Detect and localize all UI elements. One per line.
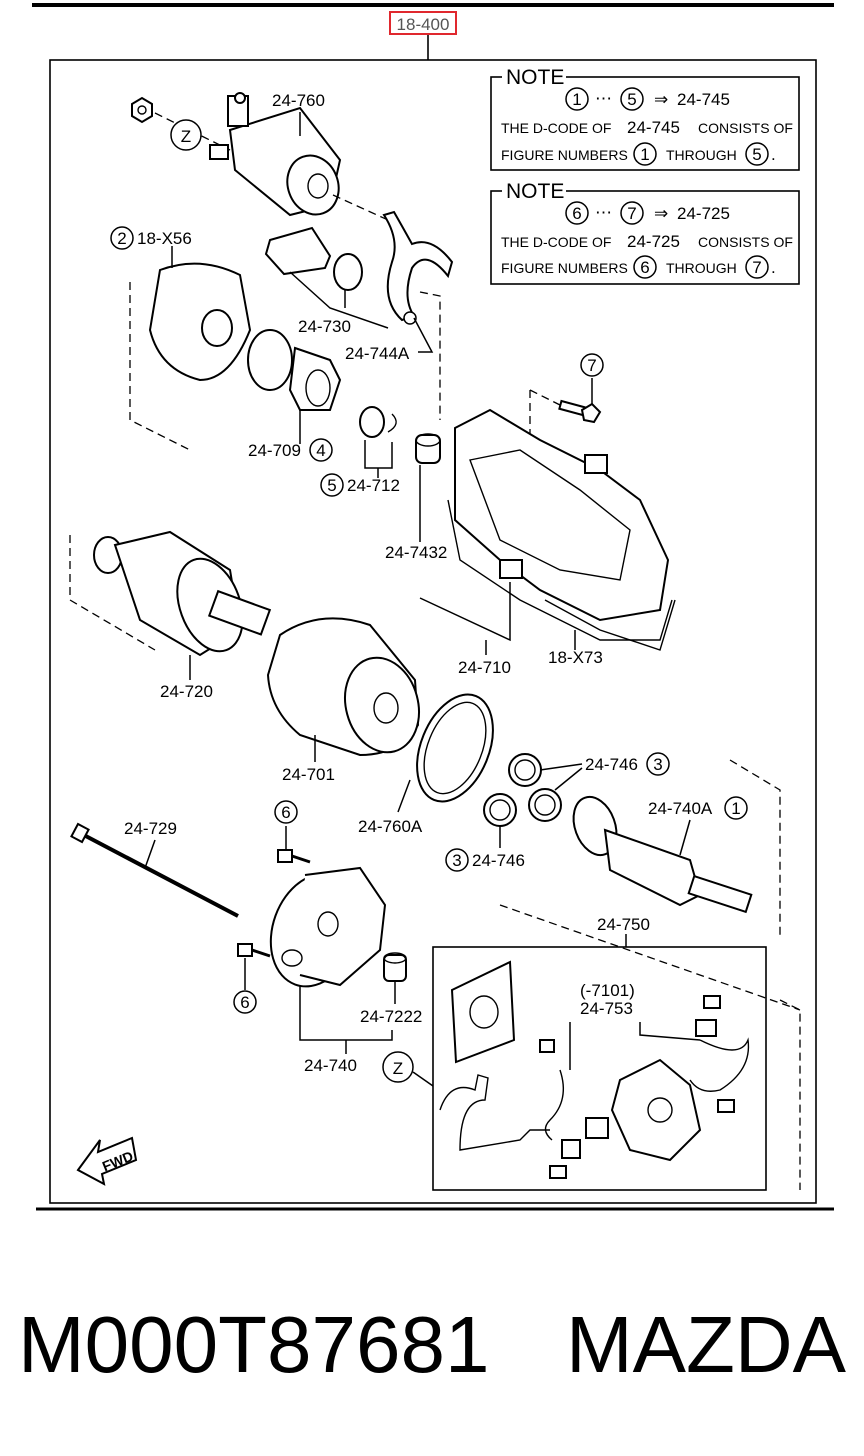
label-18-x73[interactable]: 18-X73 xyxy=(548,648,603,667)
stop-ring xyxy=(359,406,397,438)
svg-text:⋯: ⋯ xyxy=(595,89,612,108)
note-target: 24-745 xyxy=(677,90,730,109)
label-24-760[interactable]: 24-760 xyxy=(272,91,325,110)
note-box-2: NOTE 6 ⋯ 7 ⇒ 24-725 THE D-CODE OF 24-725… xyxy=(490,180,800,285)
ref-number-6: 6 xyxy=(281,803,290,822)
screw-icon xyxy=(237,943,271,958)
ref-number-4: 4 xyxy=(316,441,325,460)
planetary-gear xyxy=(483,753,562,827)
note-line1-code: 24-745 xyxy=(627,118,680,137)
ref-number-3: 3 xyxy=(653,755,662,774)
brush-holder-assembly xyxy=(439,960,750,1179)
note-line2-to: 5 xyxy=(752,145,761,164)
note-line2-prefix: FIGURE NUMBERS xyxy=(501,260,628,276)
seal-ring xyxy=(416,693,494,803)
label-24-712[interactable]: 24-712 xyxy=(347,476,400,495)
label-24-701[interactable]: 24-701 xyxy=(282,765,335,784)
label-24-7432[interactable]: 24-7432 xyxy=(385,543,447,562)
note-range-to: 5 xyxy=(627,90,636,109)
planetary-shaft xyxy=(572,795,753,914)
front-bracket xyxy=(148,262,252,382)
solenoid-switch xyxy=(209,92,342,217)
svg-text:⇒: ⇒ xyxy=(654,204,668,223)
svg-text:⇒: ⇒ xyxy=(654,90,668,109)
fwd-arrow-icon: FWD xyxy=(76,1136,138,1186)
nut-icon xyxy=(131,96,153,124)
note-line1-code: 24-725 xyxy=(627,232,680,251)
note-range-to: 7 xyxy=(627,204,636,223)
label-24-710[interactable]: 24-710 xyxy=(458,658,511,677)
label-24-740a[interactable]: 24-740A xyxy=(648,799,713,818)
note-line2-from: 1 xyxy=(640,145,649,164)
label-24-729[interactable]: 24-729 xyxy=(124,819,177,838)
exploded-parts-diagram: 18-400 NOTE 1 ⋯ 5 ⇒ 24-745 THE D-CODE OF… xyxy=(32,3,834,1211)
label-24-709[interactable]: 24-709 xyxy=(248,441,301,460)
gear-housing xyxy=(447,408,676,651)
ref-number-1: 1 xyxy=(731,799,740,818)
ref-code-box[interactable]: 18-400 xyxy=(389,11,457,35)
footer: M000T87681 MAZDA xyxy=(0,1290,864,1410)
label-24-746[interactable]: 24-746 xyxy=(472,851,525,870)
part-number: M000T87681 xyxy=(18,1300,490,1389)
label-18-x56[interactable]: 18-X56 xyxy=(137,229,192,248)
yoke xyxy=(266,617,420,757)
note-title: NOTE xyxy=(506,66,564,89)
bushing xyxy=(415,433,441,464)
note-line1-prefix: THE D-CODE OF xyxy=(501,120,611,136)
note-line2-to: 7 xyxy=(752,258,761,277)
label-24-720[interactable]: 24-720 xyxy=(160,682,213,701)
plunger xyxy=(264,226,363,291)
label-24-740[interactable]: 24-740 xyxy=(304,1056,357,1075)
rear-end-cover xyxy=(269,866,387,988)
bolt-icon xyxy=(558,399,602,424)
rear-bushing xyxy=(383,952,407,982)
pinion-clutch xyxy=(247,329,342,411)
label-24-7222[interactable]: 24-7222 xyxy=(360,1007,422,1026)
ref-number-7: 7 xyxy=(587,356,596,375)
ref-number-2: 2 xyxy=(117,229,126,248)
note-line2-mid: THROUGH xyxy=(666,147,737,163)
svg-text:⋯: ⋯ xyxy=(595,203,612,222)
note-line2-prefix: FIGURE NUMBERS xyxy=(501,147,628,163)
ref-z-marker: Z xyxy=(382,1051,414,1083)
brush-holder-box xyxy=(432,946,767,1191)
armature xyxy=(93,530,272,657)
note-line1-prefix: THE D-CODE OF xyxy=(501,234,611,250)
label-24-760a[interactable]: 24-760A xyxy=(358,817,423,836)
through-bolt xyxy=(70,822,239,918)
note-line1-suffix: CONSISTS OF xyxy=(698,234,793,250)
label-24-744a[interactable]: 24-744A xyxy=(345,344,410,363)
note-range-from: 1 xyxy=(572,90,581,109)
shift-lever xyxy=(382,210,454,325)
note-box-1: NOTE 1 ⋯ 5 ⇒ 24-745 THE D-CODE OF 24-745… xyxy=(490,66,800,171)
label-24-750[interactable]: 24-750 xyxy=(597,915,650,934)
label-24-730[interactable]: 24-730 xyxy=(298,317,351,336)
svg-text:.: . xyxy=(771,258,776,277)
label-24-746[interactable]: 24-746 xyxy=(585,755,638,774)
svg-text:Z: Z xyxy=(393,1059,403,1078)
label-7101[interactable]: (-7101) xyxy=(580,981,635,1000)
screw-icon xyxy=(277,849,311,864)
ref-z-marker: Z xyxy=(170,119,202,151)
note-line2-from: 6 xyxy=(640,258,649,277)
svg-text:Z: Z xyxy=(181,127,191,146)
diagram-frame xyxy=(49,59,817,1204)
note-target: 24-725 xyxy=(677,204,730,223)
note-line2-mid: THROUGH xyxy=(666,260,737,276)
label-24-753[interactable]: 24-753 xyxy=(580,999,633,1018)
note-range-from: 6 xyxy=(572,204,581,223)
ref-number-6: 6 xyxy=(240,993,249,1012)
svg-text:.: . xyxy=(771,145,776,164)
ref-number-5: 5 xyxy=(327,476,336,495)
note-title: NOTE xyxy=(506,180,564,203)
note-line1-suffix: CONSISTS OF xyxy=(698,120,793,136)
ref-number-3: 3 xyxy=(452,851,461,870)
brand-name: MAZDA xyxy=(566,1300,846,1389)
ref-code: 18-400 xyxy=(397,15,450,34)
